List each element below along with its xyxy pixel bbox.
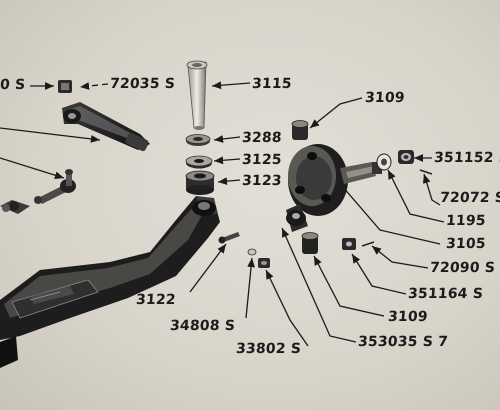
part-tie-rod-end bbox=[34, 169, 76, 204]
part-washer-34808s bbox=[247, 248, 257, 256]
leader-33802s bbox=[265, 269, 309, 347]
leader-3109-bottom bbox=[313, 255, 385, 317]
label-3115: 3115 bbox=[251, 76, 293, 92]
label-72072s: 72072 S bbox=[439, 190, 500, 206]
leader-arm bbox=[0, 127, 101, 143]
part-nut-small-topleft bbox=[58, 80, 72, 93]
label-33802s: 33802 S bbox=[235, 341, 302, 357]
part-castle-nut-351152s bbox=[398, 150, 414, 164]
leader-72090s bbox=[371, 245, 429, 269]
part-split-pin-72090s bbox=[361, 241, 375, 247]
label-3122: 3122 bbox=[135, 292, 177, 308]
part-bush-3123 bbox=[185, 170, 215, 195]
part-bush-3109-top bbox=[291, 120, 309, 140]
leader-353035s7 bbox=[281, 227, 357, 343]
label-1195: 1195 bbox=[445, 213, 487, 229]
label-34808s: 34808 S bbox=[169, 318, 236, 334]
part-kingpin-3115 bbox=[186, 60, 208, 130]
leader-3115 bbox=[211, 81, 251, 90]
part-axle-beam bbox=[0, 196, 220, 368]
label-3109-top: 3109 bbox=[364, 90, 406, 106]
leader-tierod bbox=[0, 157, 65, 180]
label-0s: 0 S bbox=[0, 77, 26, 93]
label-72035s: 72035 S bbox=[109, 76, 176, 92]
leader-3288 bbox=[213, 135, 241, 143]
part-bolt-3122 bbox=[218, 232, 240, 244]
label-3125: 3125 bbox=[241, 152, 283, 168]
label-3109-bottom: 3109 bbox=[387, 309, 429, 325]
leader-72035s bbox=[79, 82, 109, 90]
part-nut-33802s bbox=[258, 258, 270, 268]
part-tie-rod-left bbox=[0, 200, 30, 214]
part-split-pin-72072s bbox=[419, 169, 433, 175]
label-351152s: 351152 S bbox=[433, 150, 500, 166]
label-351164s: 351164 S bbox=[407, 286, 484, 302]
part-washer-1195 bbox=[376, 153, 392, 171]
leader-34808s bbox=[245, 257, 255, 319]
leader-3123 bbox=[217, 177, 241, 186]
leader-72072s bbox=[422, 173, 441, 206]
part-nut-351164s bbox=[342, 238, 356, 250]
leader-3122 bbox=[189, 243, 227, 293]
part-washer-3125 bbox=[185, 155, 213, 169]
part-steering-arm bbox=[62, 102, 150, 152]
label-3123: 3123 bbox=[241, 173, 283, 189]
part-stub-axle-3105 bbox=[286, 144, 382, 232]
part-washer-3288 bbox=[185, 134, 211, 146]
leader-lines bbox=[0, 81, 445, 347]
label-353035s7: 353035 S 7 bbox=[357, 334, 449, 350]
leader-3109-top bbox=[309, 97, 363, 129]
label-72090s: 72090 S bbox=[429, 260, 496, 276]
label-3105: 3105 bbox=[445, 236, 487, 252]
leader-3125 bbox=[213, 156, 241, 165]
label-3288: 3288 bbox=[241, 130, 283, 146]
leader-1195 bbox=[387, 169, 445, 223]
part-bush-3109-bottom bbox=[301, 232, 319, 254]
leader-351164s bbox=[351, 253, 407, 295]
leader-3105 bbox=[329, 171, 441, 245]
